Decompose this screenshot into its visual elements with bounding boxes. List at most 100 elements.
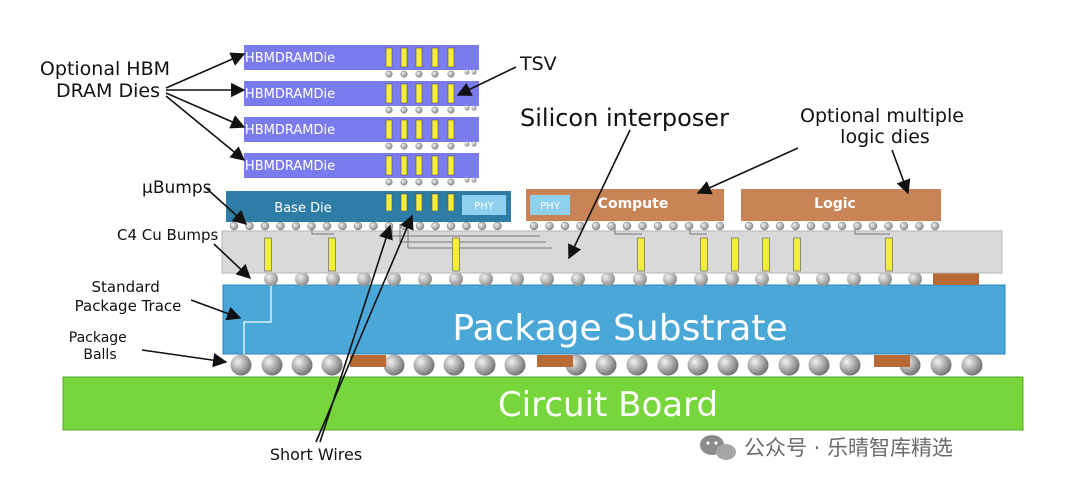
hbm-tsv bbox=[431, 83, 439, 104]
hbm-bump bbox=[464, 105, 470, 111]
c4-bump bbox=[326, 272, 340, 286]
optional-logic-label: Optional multiple logic dies bbox=[800, 105, 970, 148]
hbm-bump bbox=[431, 70, 439, 78]
hbm-tsv bbox=[400, 193, 408, 212]
micro-bump bbox=[775, 221, 785, 231]
hbm-tsv bbox=[431, 193, 439, 212]
hbm-bump bbox=[415, 178, 423, 186]
micro-bump bbox=[338, 221, 347, 231]
package-ball bbox=[595, 354, 617, 376]
hbm-die-label: HBMDRAMDie bbox=[245, 159, 335, 174]
micro-bump bbox=[760, 221, 769, 231]
c4-bump bbox=[264, 272, 278, 286]
micro-bump bbox=[930, 221, 940, 231]
tsv-label: TSV bbox=[519, 53, 557, 75]
hbm-bump bbox=[447, 142, 455, 150]
hbm-tsv bbox=[431, 119, 439, 140]
micro-bump bbox=[353, 221, 363, 231]
package-ball bbox=[626, 354, 648, 376]
package-ball bbox=[474, 354, 496, 376]
hbm-tsv bbox=[385, 83, 393, 104]
base-die-phy-label: PHY bbox=[474, 201, 495, 212]
hbm-die bbox=[244, 153, 479, 178]
hbm-bump bbox=[431, 106, 439, 114]
micro-bump bbox=[822, 221, 831, 231]
c4-bump bbox=[601, 272, 615, 286]
interposer-tsv bbox=[731, 237, 739, 272]
package-ball bbox=[657, 354, 679, 376]
c4-bump bbox=[908, 272, 922, 286]
micro-bump bbox=[431, 221, 440, 231]
hbm-tsv-columns bbox=[385, 47, 477, 212]
hbm-tsv bbox=[385, 119, 393, 140]
hbm-tsv bbox=[415, 155, 423, 176]
package-ball bbox=[291, 354, 313, 376]
hbm-bump bbox=[400, 70, 408, 78]
c4-bump bbox=[878, 272, 892, 286]
micro-bump bbox=[245, 221, 254, 231]
hbm-tsv bbox=[415, 119, 423, 140]
package-ball bbox=[321, 354, 343, 376]
c4-bump bbox=[295, 272, 309, 286]
package-balls bbox=[230, 354, 983, 376]
c4-bump bbox=[510, 272, 524, 286]
hbm-tsv bbox=[415, 83, 423, 104]
c4-bump bbox=[694, 272, 708, 286]
package-ball bbox=[230, 354, 252, 376]
micro-bump bbox=[307, 221, 316, 231]
micro-bump bbox=[837, 221, 847, 231]
micro-bump bbox=[415, 221, 425, 231]
micro-bump bbox=[684, 221, 694, 231]
micro-bump bbox=[260, 221, 270, 231]
circuit-board bbox=[62, 376, 1024, 431]
c4-bump bbox=[357, 272, 371, 286]
hbm-tsv bbox=[447, 83, 455, 104]
board-pad bbox=[350, 355, 386, 367]
hbm-bump bbox=[431, 178, 439, 186]
compute-die-phy-label: PHY bbox=[540, 201, 561, 212]
arrow-tsv bbox=[456, 66, 517, 96]
c4-bump bbox=[540, 272, 554, 286]
hbm-die-label: HBMDRAMDie bbox=[245, 87, 335, 102]
interposer-tsv bbox=[264, 237, 272, 272]
micro-bump bbox=[369, 221, 378, 231]
hbm-die-label: HBMDRAMDie bbox=[245, 123, 335, 138]
arrow-hbm-1 bbox=[165, 52, 246, 89]
interposer-tsv bbox=[637, 237, 645, 272]
hbm-bump bbox=[471, 141, 477, 147]
wechat-icon bbox=[700, 435, 736, 460]
hbm-tsv bbox=[400, 119, 408, 140]
hbm-die bbox=[244, 45, 479, 70]
hbm-tsv bbox=[415, 193, 423, 212]
hbm-bump bbox=[385, 70, 393, 78]
micro-bump bbox=[653, 221, 663, 231]
ubumps-label: µBumps bbox=[142, 178, 212, 198]
c4-bump bbox=[816, 272, 830, 286]
hbm-die bbox=[244, 117, 479, 142]
interposer-tsv bbox=[328, 237, 336, 272]
arrow-logic-1 bbox=[696, 147, 799, 195]
arrow-trace bbox=[190, 299, 242, 321]
micro-bump bbox=[915, 221, 924, 231]
optional-hbm-label: Optional HBM DRAM Dies bbox=[40, 58, 176, 102]
micro-bump bbox=[276, 221, 285, 231]
c4-bump bbox=[663, 272, 677, 286]
package-ball bbox=[930, 354, 952, 376]
c4-bump bbox=[479, 272, 493, 286]
package-ball bbox=[961, 354, 983, 376]
micro-bump bbox=[477, 221, 487, 231]
package-ball bbox=[717, 354, 739, 376]
micro-bump bbox=[638, 221, 647, 231]
c4-bump bbox=[418, 272, 432, 286]
interposer-tsv bbox=[762, 237, 770, 272]
silicon-interposer bbox=[221, 230, 1003, 274]
hbm-tsv bbox=[400, 155, 408, 176]
package-ball bbox=[383, 354, 405, 376]
interposer-tsv bbox=[700, 237, 708, 272]
micro-bump bbox=[899, 221, 909, 231]
hbm-bump bbox=[415, 142, 423, 150]
hbm-bump bbox=[385, 106, 393, 114]
package-trace bbox=[243, 285, 272, 354]
hbm-bump bbox=[447, 178, 455, 186]
